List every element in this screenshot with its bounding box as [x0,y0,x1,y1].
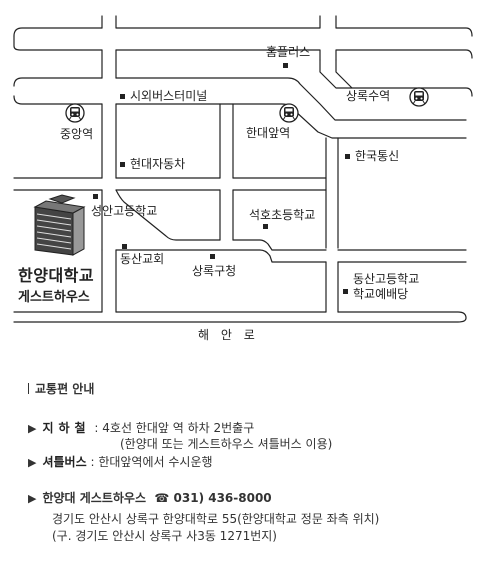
seongan-high-marker [93,194,98,199]
intercity-terminal-label: 시외버스터미널 [120,89,207,103]
shuttle-text: 한대앞역에서 수시운행 [98,455,213,469]
road-grid [13,15,473,323]
hotel-name-label: 한양대학교 [18,266,95,285]
seokho-elementary-label: 석호초등학교 [249,208,316,222]
sangnok-office-marker [210,254,215,259]
phone-number: 031) 436-8000 [173,491,272,505]
subway-info-line2: (한양대 또는 게스트하우스 셔틀버스 이용) [120,437,333,451]
dongsan-church-marker [122,244,127,249]
sangnoksu-station-label: 상록수역 [346,89,391,103]
homeplus-marker [283,63,288,68]
arrow-icon: ▶ [28,456,37,469]
subway-icon [65,103,85,123]
subway-icon [279,103,299,123]
hotel-title: 한양대 게스트하우스 [42,491,147,505]
address-line1: 경기도 안산시 상록구 한양대학로 55(한양대학교 정문 좌측 위치) [52,512,380,526]
subway-icon [409,87,429,107]
address-line2: (구. 경기도 안산시 상록구 사3동 1271번지) [52,529,277,543]
road-name-label: 해 안 로 [198,328,259,342]
shuttle-label: 셔틀버스 [42,455,87,469]
sangnok-office-label: 상록구청 [192,264,237,278]
dongsan-high-marker [343,289,348,294]
arrow-icon: ▶ [28,422,37,435]
dongsan-chapel-label: 학교예배당 [353,287,409,301]
hanyang-station-label: 한대앞역 [246,126,291,140]
hyundai-motors-label: 현대자동차 [120,157,185,171]
section-title: 교통편 안내 [28,381,94,397]
location-map: 홈플러스 시외버스터미널 상록수역 중앙역 한대앞역 한국통신 현대자동차 성안… [13,15,473,342]
seokho-elementary-marker [263,224,268,229]
jungang-station-label: 중앙역 [60,127,94,141]
subway-text: 4호선 한대앞 역 하차 2번출구 [102,421,255,435]
arrow-icon: ▶ [28,492,37,505]
dongsan-high-label: 동산고등학교 [353,272,420,286]
building-icon [33,194,86,256]
seongan-high-label: 성안고등학교 [91,204,158,218]
subway-info: ▶지하철 : 4호선 한대앞 역 하차 2번출구 [28,421,255,435]
korea-telecom-label: 한국통신 [345,149,399,163]
subway-label: 지하철 [42,421,91,435]
homeplus-label: 홈플러스 [266,45,311,59]
hotel-contact: ▶ 한양대 게스트하우스 ☎ 031) 436-8000 [28,490,272,507]
dongsan-church-label: 동산교회 [120,252,165,266]
hotel-sub-label: 게스트하우스 [18,290,90,305]
shuttle-info: ▶셔틀버스 : 한대앞역에서 수시운행 [28,455,213,469]
phone-icon: ☎ [154,491,170,505]
